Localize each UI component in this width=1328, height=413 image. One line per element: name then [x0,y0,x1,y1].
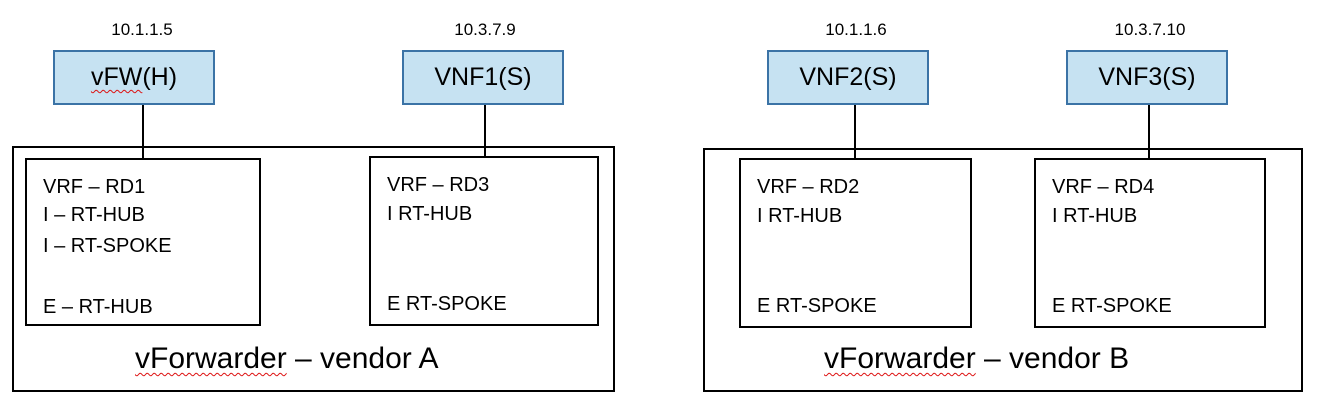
vrf-box-rd4: VRF – RD4 I RT-HUB E RT-SPOKE [1034,158,1266,328]
connector-vnf3 [1148,105,1150,160]
forwarder-label-vendor-a: vForwarder – vendor A [135,342,438,376]
vrf-rd4-line-1: VRF – RD4 [1052,176,1155,198]
ip-label-vfw: 10.1.1.5 [111,20,173,39]
connector-vnf2 [854,105,856,160]
forwarder-box-vendor-b [703,148,1303,392]
node-vnf1: VNF1(S) [402,50,564,105]
vrf-rd3-line-2: I RT-HUB [387,203,473,225]
vrf-rd1-line-1: VRF – RD1 [43,176,146,198]
vrf-rd1-line-3: I – RT-SPOKE [43,235,172,257]
node-vfw-label-suffix: (H) [142,63,178,91]
vrf-rd1-line-2: I – RT-HUB [43,204,145,226]
forwarder-box-vendor-a [12,146,615,392]
vrf-rd2-line-3: E RT-SPOKE [757,295,877,317]
vrf-rd4-line-3: E RT-SPOKE [1052,295,1172,317]
connector-vnf1 [484,105,486,158]
vrf-rd2-line-2: I RT-HUB [757,205,843,227]
vrf-rd3-line-3: E RT-SPOKE [387,293,507,315]
forwarder-b-suffix: – vendor B [975,342,1130,375]
forwarder-b-prefix: vForwarder [824,342,976,375]
vrf-box-rd2: VRF – RD2 I RT-HUB E RT-SPOKE [739,158,972,328]
ip-label-vnf3: 10.3.7.10 [1114,20,1186,39]
connector-vfw [142,105,144,160]
vrf-box-rd3: VRF – RD3 I RT-HUB E RT-SPOKE [369,156,599,326]
node-vfw: vFW(H) [53,50,215,105]
ip-label-vnf1: 10.3.7.9 [454,20,516,39]
vrf-rd1-line-4: E – RT-HUB [43,296,153,318]
node-vnf2: VNF2(S) [767,50,929,105]
vrf-box-rd1: VRF – RD1 I – RT-HUB I – RT-SPOKE E – RT… [25,158,261,326]
node-vnf3: VNF3(S) [1066,50,1228,105]
vrf-rd4-line-2: I RT-HUB [1052,205,1138,227]
forwarder-a-suffix: – vendor A [286,342,439,375]
node-vfw-label-base: vFW [90,63,143,91]
vrf-rd2-line-1: VRF – RD2 [757,176,860,198]
ip-label-vnf2: 10.1.1.6 [825,20,887,39]
forwarder-label-vendor-b: vForwarder – vendor B [824,342,1129,376]
forwarder-a-prefix: vForwarder [135,342,287,375]
vrf-rd3-line-1: VRF – RD3 [387,174,490,196]
